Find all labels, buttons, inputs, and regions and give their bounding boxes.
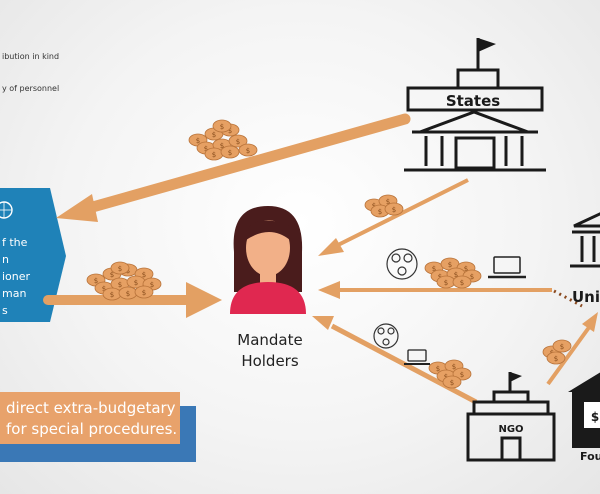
laptop-icon-ngo <box>404 349 430 365</box>
personnel-icon-university <box>386 248 418 280</box>
foundation-dollar-sign: $ <box>591 410 599 424</box>
university-building-icon <box>570 212 600 268</box>
arrow-states-to-ohchr <box>56 113 411 222</box>
ohchr-label: f the n ioner man s <box>2 236 31 317</box>
coin-pile-ohchr-mandate <box>86 261 162 301</box>
laptop-icon-university <box>488 256 526 279</box>
legend-contribution-in-kind: ibution in kind <box>2 52 60 61</box>
mandate-holders-label: Mandate Holders <box>237 331 303 370</box>
arrow-ohchr-to-mandate <box>43 282 222 318</box>
legend-personnel: y of personnel <box>2 84 60 93</box>
ngo-label: NGO <box>498 424 523 435</box>
states-label: States <box>446 92 500 110</box>
foundation-label: Foun <box>580 450 600 463</box>
coin-pile-states-mandate <box>364 194 404 218</box>
banner-text-box: direct extra-budgetary for special proce… <box>0 392 180 444</box>
mandate-holder-icon <box>230 206 306 314</box>
arrow-ngo-to-mandate <box>312 316 478 405</box>
arrow-university-to-mandate <box>318 281 552 299</box>
arrow-states-to-mandate <box>318 178 469 256</box>
foundation-building-icon <box>568 372 600 448</box>
coin-pile-ngo-mandate <box>428 359 472 389</box>
personnel-icon-ngo <box>373 323 399 349</box>
coin-pile-states-ohchr <box>188 119 258 161</box>
coin-pile-university-mandate <box>424 257 482 289</box>
university-label: Univ <box>572 288 600 306</box>
arrow-ngo-to-university <box>546 312 598 386</box>
ngo-building-icon <box>466 372 556 462</box>
ohchr-hexagon <box>0 188 66 322</box>
states-building-icon <box>404 38 546 172</box>
